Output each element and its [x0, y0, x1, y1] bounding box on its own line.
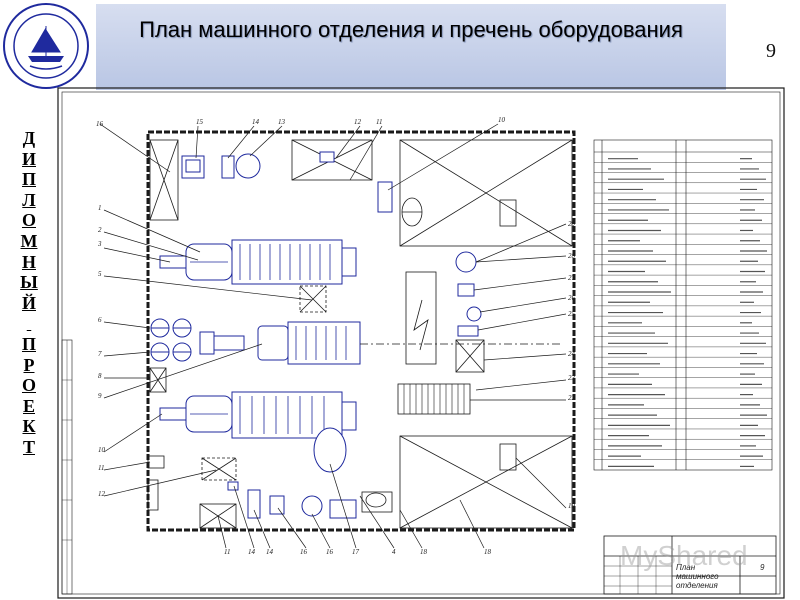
svg-text:18: 18 [484, 548, 492, 556]
svg-text:16: 16 [96, 120, 104, 128]
university-logo [3, 3, 89, 89]
svg-text:27: 27 [568, 274, 576, 282]
slide-title: План машинного отделения и пречень обору… [139, 17, 683, 42]
svg-text:11: 11 [376, 118, 382, 126]
svg-text:14: 14 [252, 118, 260, 126]
stamp-sheet-number: 9 [760, 563, 765, 572]
svg-text:15: 15 [196, 118, 204, 126]
svg-text:23: 23 [568, 374, 576, 382]
watermark: MyShared [620, 540, 748, 571]
svg-text:24: 24 [568, 350, 576, 358]
svg-text:19: 19 [568, 502, 576, 510]
svg-text:12: 12 [98, 490, 106, 498]
svg-text:25: 25 [568, 310, 576, 318]
svg-text:3: 3 [97, 240, 102, 248]
svg-text:22: 22 [568, 394, 576, 402]
svg-text:11: 11 [224, 548, 230, 556]
svg-text:16: 16 [300, 548, 308, 556]
svg-text:9: 9 [98, 392, 102, 400]
svg-text:14: 14 [266, 548, 274, 556]
svg-text:7: 7 [98, 350, 102, 358]
svg-text:17: 17 [352, 548, 360, 556]
svg-text:18: 18 [420, 548, 428, 556]
svg-text:26: 26 [568, 294, 576, 302]
svg-text:13: 13 [278, 118, 286, 126]
svg-text:14: 14 [248, 548, 256, 556]
svg-text:2: 2 [98, 226, 102, 234]
svg-text:29: 29 [568, 220, 576, 228]
stamp-title: План машинного отделения [676, 563, 719, 590]
svg-text:11: 11 [98, 464, 104, 472]
title-band: План машинного отделения и пречень обору… [96, 4, 726, 90]
svg-text:1: 1 [98, 204, 102, 212]
svg-text:4: 4 [392, 548, 396, 556]
svg-text:28: 28 [568, 252, 576, 260]
svg-text:6: 6 [98, 316, 102, 324]
vertical-label: Д И П Л О М Н Ы Й П Р О Е К Т [20, 128, 38, 457]
svg-text:16: 16 [326, 548, 334, 556]
page-number: 9 [766, 40, 776, 62]
svg-text:12: 12 [354, 118, 362, 126]
svg-text:10: 10 [498, 116, 506, 124]
svg-text:5: 5 [98, 270, 102, 278]
svg-text:8: 8 [98, 372, 102, 380]
svg-text:10: 10 [98, 446, 106, 454]
